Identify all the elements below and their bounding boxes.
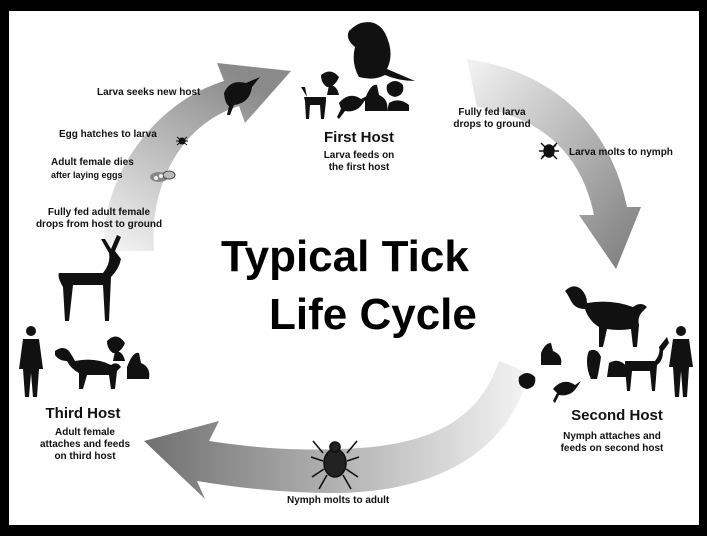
stage-fed-larva-drops: Fully fed larva drops to ground — [437, 107, 547, 131]
diagram-title-line-1: Typical Tick — [221, 235, 469, 279]
arrow-first-to-second — [467, 59, 641, 269]
first-host-animals-icon — [301, 22, 415, 119]
third-host-description: Adult female attaches and feeds on third… — [27, 427, 143, 463]
stage-adult-female-dies: Adult female dies — [51, 157, 134, 169]
stage-larva-seeks-host: Larva seeks new host — [97, 87, 200, 99]
first-host-label: First Host — [299, 129, 419, 147]
stage-after-laying-eggs: after laying eggs — [51, 170, 123, 181]
third-host-label: Third Host — [23, 405, 143, 423]
nymph-tick-icon — [539, 143, 559, 159]
second-host-description: Nymph attaches and feeds on second host — [539, 431, 685, 455]
second-host-animals-icon — [519, 286, 693, 403]
arrow-second-to-third — [144, 361, 529, 499]
larva-tick-icon — [176, 137, 188, 145]
stage-nymph-molts: Nymph molts to adult — [287, 495, 389, 507]
diagram-title-line-2: Life Cycle — [269, 293, 477, 337]
stage-egg-hatches: Egg hatches to larva — [59, 129, 157, 141]
second-host-label: Second Host — [549, 407, 685, 425]
diagram-panel: Typical Tick Life Cycle First Host Larva… — [9, 11, 699, 525]
first-host-description: Larva feeds on the first host — [299, 150, 419, 174]
stage-larva-molts: Larva molts to nymph — [569, 147, 673, 159]
third-host-animals-icon — [19, 235, 149, 397]
stage-fed-adult-drops: Fully fed adult female drops from host t… — [29, 207, 169, 231]
